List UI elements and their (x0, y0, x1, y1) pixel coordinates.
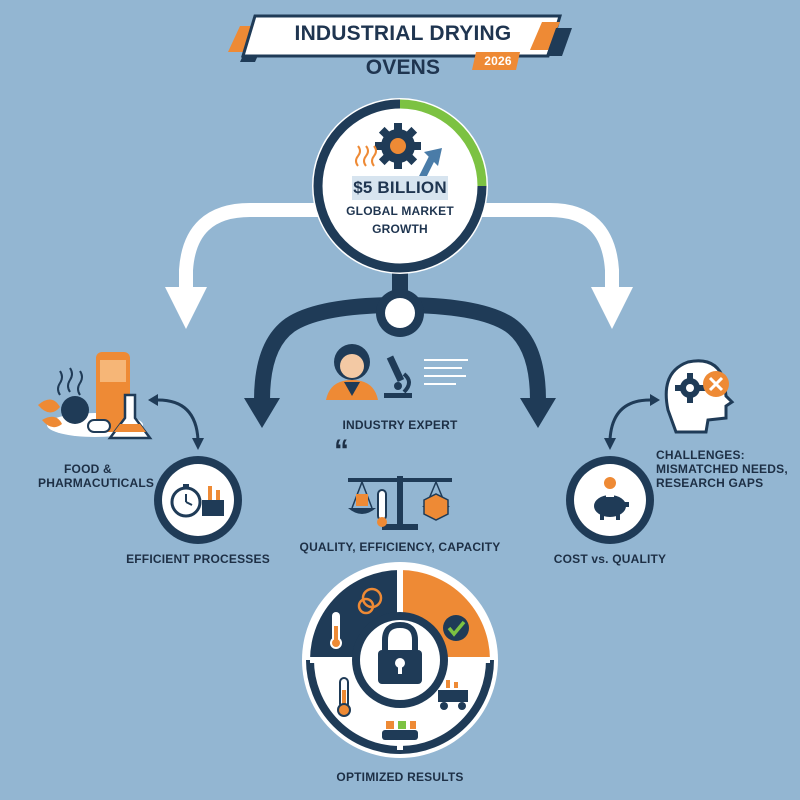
stopwatch-icon (170, 484, 202, 518)
coin-icon (604, 477, 616, 489)
piggy-bank-icon (594, 495, 629, 520)
results-dial (302, 562, 498, 758)
error-x-icon (703, 371, 729, 397)
gear-icon (375, 123, 421, 169)
efficient-node (154, 456, 242, 544)
year-label: 2026 (484, 54, 512, 68)
industry-expert-label: INDUSTRY EXPERT (342, 418, 458, 432)
quote-mark: “ (334, 434, 350, 467)
head-gear-icon (675, 373, 705, 403)
navy-connector (244, 262, 556, 428)
arrow-down-right (520, 398, 556, 428)
food-pharma-illustration (38, 352, 153, 440)
cost-node (566, 456, 654, 544)
balance-scale-icon (348, 476, 452, 530)
factory-icon (202, 486, 224, 516)
page-title: INDUSTRIAL DRYING OVENS (294, 22, 512, 79)
challenges-label: CHALLENGES: MISMATCHED NEEDS, RESEARCH G… (656, 448, 796, 490)
gauge-thermometer-icon (337, 677, 351, 717)
title-banner (228, 14, 572, 70)
center-hub (312, 98, 488, 274)
food-pharma-label-line1: FOOD & (64, 462, 112, 476)
challenges-label-line3: RESEARCH GAPS (656, 476, 764, 490)
market-stat-label-line1: GLOBAL MARKET (346, 204, 454, 218)
market-stat: $5 BILLION (353, 178, 447, 197)
conveyor-icon (382, 721, 418, 740)
heat-waves-icon (355, 145, 377, 167)
side-arrows (148, 394, 660, 450)
year-badge (472, 52, 520, 70)
thermometer-icon (330, 612, 342, 649)
challenges-label-line2: MISMATCHED NEEDS, (656, 462, 788, 476)
dollar-coins-icon (357, 587, 383, 615)
stat-box (352, 176, 448, 200)
market-stat-label-line2: GROWTH (372, 222, 428, 236)
challenges-label-line1: CHALLENGES: (656, 448, 745, 462)
challenges-illustration (664, 359, 735, 434)
optimized-results-label: OPTIMIZED RESULTS (336, 770, 464, 784)
market-stat-label: GLOBAL MARKET GROWTH (338, 202, 462, 238)
text-lines-icon (424, 359, 468, 385)
food-pharma-label-line2: PHARMACUTICALS (38, 476, 155, 490)
balance-label: QUALITY, EFFICIENCY, CAPACITY (299, 540, 501, 554)
efficient-processes-label: EFFICIENT PROCESSES (126, 552, 270, 566)
microscope-icon (384, 355, 412, 398)
top-connector-arrows (165, 203, 633, 329)
expert-avatar-icon (326, 344, 378, 400)
food-pharma-label: FOOD & PHARMACUTICALS (20, 462, 155, 490)
check-icon (443, 615, 469, 641)
arrow-down-left (244, 398, 280, 428)
arrow-left-top (165, 203, 325, 329)
cost-quality-label: COST vs. QUALITY (553, 552, 667, 566)
arrow-right-top (475, 203, 633, 329)
machine-icon (438, 680, 468, 710)
expert-illustration (326, 344, 468, 400)
padlock-icon (378, 621, 422, 684)
